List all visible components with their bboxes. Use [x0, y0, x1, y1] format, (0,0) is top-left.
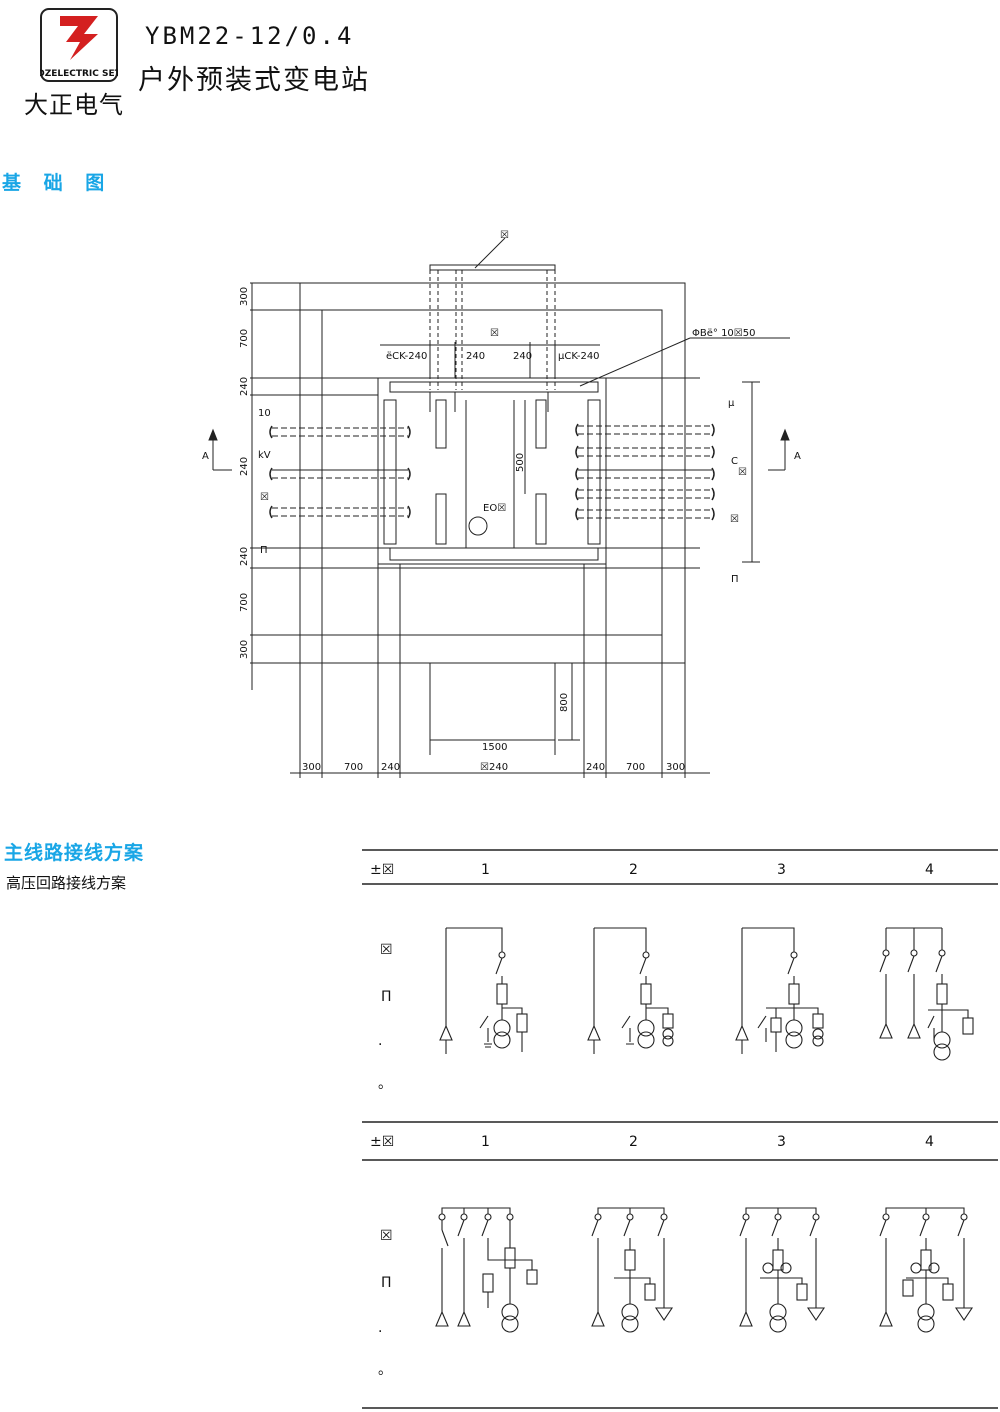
label-kv: kV	[258, 450, 271, 461]
row2-scheme-3	[739, 1207, 826, 1333]
dim-1500: 1500	[482, 742, 507, 753]
row1-col-3: 3	[777, 862, 786, 878]
dim-240-b: 240	[513, 351, 532, 362]
row2-col-4: 4	[925, 1134, 934, 1150]
label-mu: µ	[728, 398, 735, 409]
model-number: YBM22-12/0.4	[145, 22, 355, 50]
row1-side-label-0: ☒	[380, 942, 393, 958]
dim-bottom-5: 700	[626, 762, 645, 773]
dim-bottom-6: 300	[666, 762, 685, 773]
row2-side-label-0: ☒	[380, 1228, 393, 1244]
dim-left-1: 700	[239, 329, 250, 348]
dim-left-0: 300	[239, 287, 250, 306]
row1-col-1: 1	[481, 862, 490, 878]
row2-scheme-1	[435, 1207, 538, 1333]
row2-side-label-2: .	[378, 1320, 382, 1336]
dim-500: 500	[515, 453, 526, 472]
dim-left-5: 700	[239, 593, 250, 612]
row2-side-label-1: Π	[381, 1275, 392, 1291]
dim-bottom-1: 700	[344, 762, 363, 773]
label-10: 10	[258, 408, 271, 419]
hv-circuit-subtitle: 高压回路接线方案	[6, 874, 127, 892]
left-box-symbol: ☒	[260, 492, 269, 503]
foundation-drawing: ☒ ☒ ëCK-240 240 240 µCK-240 ΦBë° 10☒50 1…	[202, 230, 801, 778]
dim-left-2: 240	[239, 377, 250, 396]
dim-left-4: 240	[239, 547, 250, 566]
foundation-section-title: 基 础 图	[2, 172, 113, 194]
row2-col-2: 2	[629, 1134, 638, 1150]
label-c: C	[731, 456, 738, 467]
section-label-a-right: A	[794, 451, 801, 462]
dim-800: 800	[559, 693, 570, 712]
row1-col-2: 2	[629, 862, 638, 878]
brand-name: 大正电气	[24, 91, 124, 119]
dim-240-a: 240	[466, 351, 485, 362]
row2-scheme-4	[879, 1207, 974, 1333]
row2-side-label-3: 。	[378, 1362, 392, 1378]
row1-scheme-2	[587, 927, 674, 1054]
row1-col-4: 4	[925, 862, 934, 878]
dim-bottom-2: 240	[381, 762, 400, 773]
row2-header-symbol: ±☒	[370, 1134, 394, 1150]
logo-text: DZELECTRIC SET	[40, 69, 118, 79]
row1-scheme-3	[735, 927, 824, 1054]
label-pi-left: Π	[260, 545, 268, 556]
label-left-240: ëCK-240	[386, 351, 427, 362]
product-title: 户外预装式变电站	[138, 65, 370, 96]
wiring-scheme-table: ±☒ 1 2 3 4 ±☒ 1 2 3 4 ☒ Π . 。 ☒ Π . 。	[362, 849, 998, 1409]
row2-col-3: 3	[777, 1134, 786, 1150]
dim-bottom-4: 240	[586, 762, 605, 773]
foundation-top-label: ☒	[500, 230, 509, 241]
dim-bottom-0: 300	[302, 762, 321, 773]
row1-side-label-2: .	[378, 1033, 382, 1049]
dim-left-6: 300	[239, 640, 250, 659]
right-box-symbol-1: ☒	[738, 467, 747, 478]
row2-col-1: 1	[481, 1134, 490, 1150]
row1-scheme-4	[879, 927, 974, 1061]
label-pi-right: Π	[731, 574, 739, 585]
dim-left-3: 240	[239, 457, 250, 476]
company-logo: DZELECTRIC SET	[37, 8, 122, 82]
wiring-section-title: 主线路接线方案	[4, 842, 145, 864]
row1-header-symbol: ±☒	[370, 862, 394, 878]
row1-side-label-3: 。	[378, 1076, 392, 1092]
section-label-a-left: A	[202, 451, 209, 462]
right-box-symbol-2: ☒	[730, 514, 739, 525]
row1-scheme-1	[439, 927, 528, 1054]
label-right-240: µCK-240	[558, 351, 600, 362]
label-eo: EO☒	[483, 503, 506, 514]
row2-scheme-2	[591, 1207, 674, 1333]
foundation-box-symbol: ☒	[490, 328, 499, 339]
row1-side-label-1: Π	[381, 989, 392, 1005]
dim-bottom-3: ☒240	[480, 762, 508, 773]
pipe-label: ΦBë° 10☒50	[692, 328, 755, 339]
